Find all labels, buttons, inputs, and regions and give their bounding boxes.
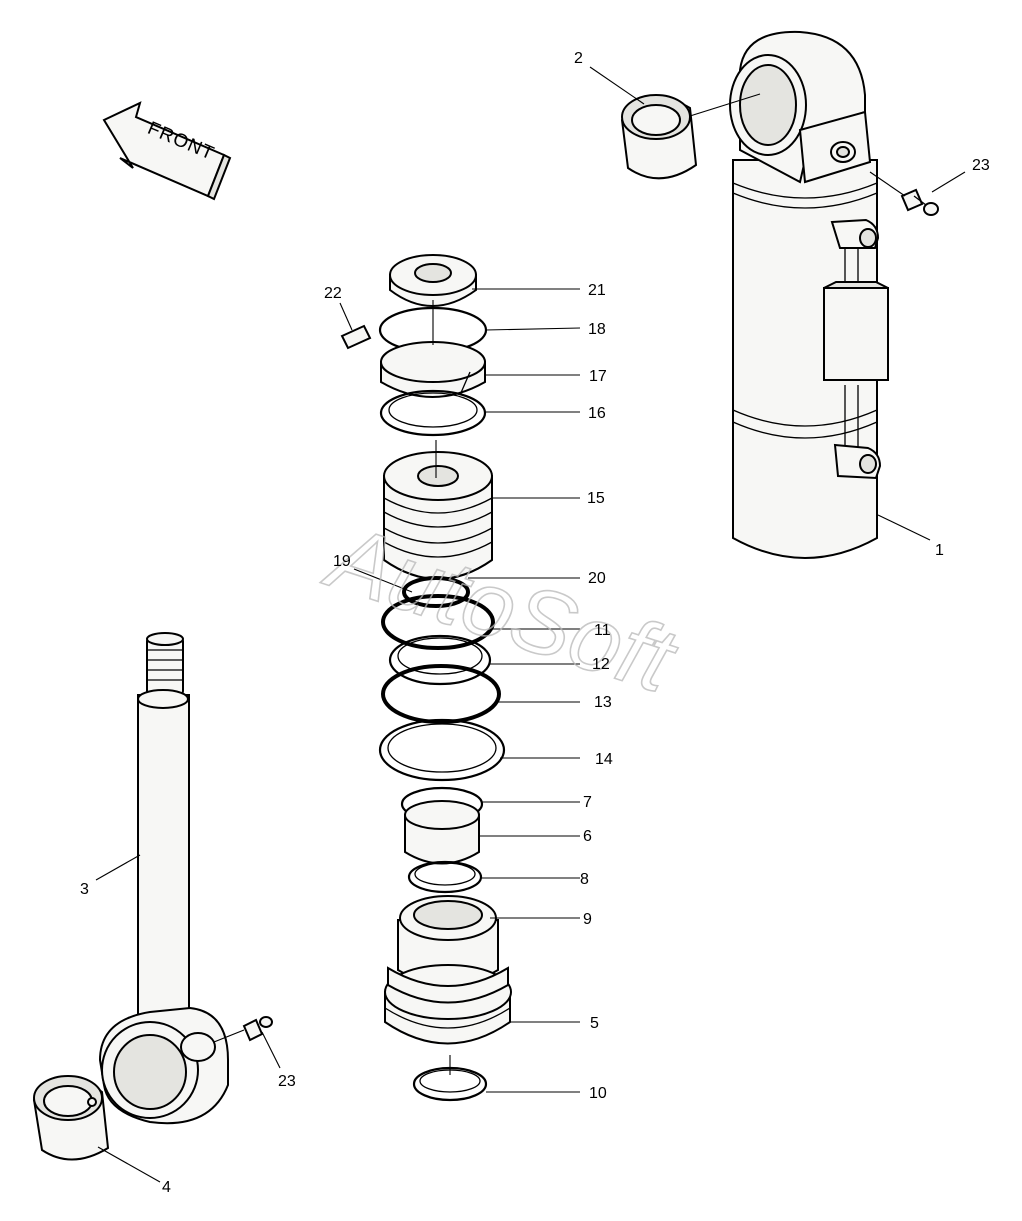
callout-9: 9 — [583, 911, 592, 928]
callout-7: 7 — [583, 794, 592, 811]
bushing-bottom — [32, 1075, 110, 1161]
callout-6: 6 — [583, 828, 592, 845]
callout-19: 19 — [333, 553, 351, 570]
cylinder-body — [729, 30, 889, 559]
part-22-screw — [340, 324, 372, 350]
leader-lines — [95, 66, 966, 1183]
callout-14: 14 — [595, 751, 613, 768]
callouts: 1 2 3 4 5 6 7 8 9 10 11 12 13 14 15 16 1… — [80, 50, 990, 1196]
callout-17: 17 — [589, 368, 607, 385]
part-9-5-gland — [384, 895, 512, 1045]
callout-3: 3 — [80, 881, 89, 898]
part-15-piston — [383, 451, 493, 580]
callout-23-top: 23 — [972, 157, 990, 174]
callout-20: 20 — [588, 570, 606, 587]
callout-16: 16 — [588, 405, 606, 422]
callout-13: 13 — [594, 694, 612, 711]
part-21-nut — [389, 254, 477, 307]
callout-8: 8 — [580, 871, 589, 888]
part-14-snap-ring — [378, 718, 506, 782]
callout-12: 12 — [592, 656, 610, 673]
grease-fitting-bottom — [242, 1016, 273, 1042]
callout-18: 18 — [588, 321, 606, 338]
piston-rod — [98, 632, 229, 1125]
part-13-oring — [381, 664, 501, 724]
watermark: AutoSoft — [314, 504, 689, 713]
callout-21: 21 — [588, 282, 606, 299]
callout-2: 2 — [574, 50, 583, 67]
bushing-top — [620, 94, 698, 180]
callout-15: 15 — [587, 490, 605, 507]
callout-1: 1 — [935, 542, 944, 559]
callout-5: 5 — [590, 1015, 599, 1032]
callout-11: 11 — [594, 622, 611, 639]
part-20-oring — [402, 576, 470, 608]
callout-22: 22 — [324, 285, 342, 302]
grease-fitting-top — [900, 188, 939, 216]
front-arrow: FRONT — [102, 101, 232, 201]
part-8-ring — [407, 860, 483, 894]
part-17-band — [380, 341, 486, 398]
callout-23-bottom: 23 — [278, 1073, 296, 1090]
part-12-ring — [388, 634, 492, 686]
part-6-sleeve — [404, 800, 480, 865]
callout-4: 4 — [162, 1179, 171, 1196]
part-11-oring — [381, 594, 495, 650]
part-16-ring — [379, 389, 487, 437]
callout-10: 10 — [589, 1085, 607, 1102]
